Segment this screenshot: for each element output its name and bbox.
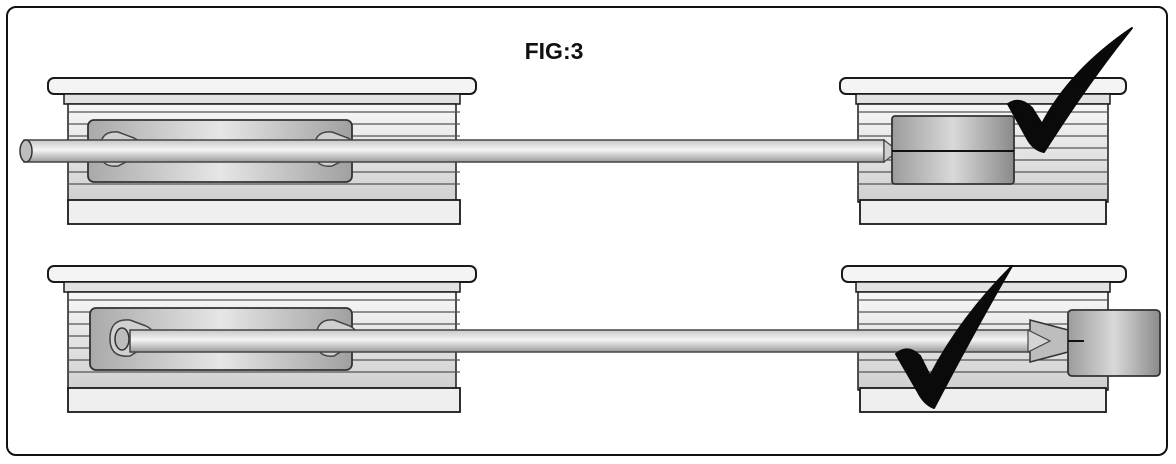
figure-title: FIG:3 <box>524 38 584 64</box>
target-block-top <box>891 115 1015 185</box>
alignment-rod-top <box>19 138 899 164</box>
checkmark-icon <box>895 265 1013 409</box>
target-block-bottom <box>1067 309 1161 377</box>
checkmark-icon <box>1007 27 1133 153</box>
alignment-rod-bottom <box>129 319 1069 363</box>
